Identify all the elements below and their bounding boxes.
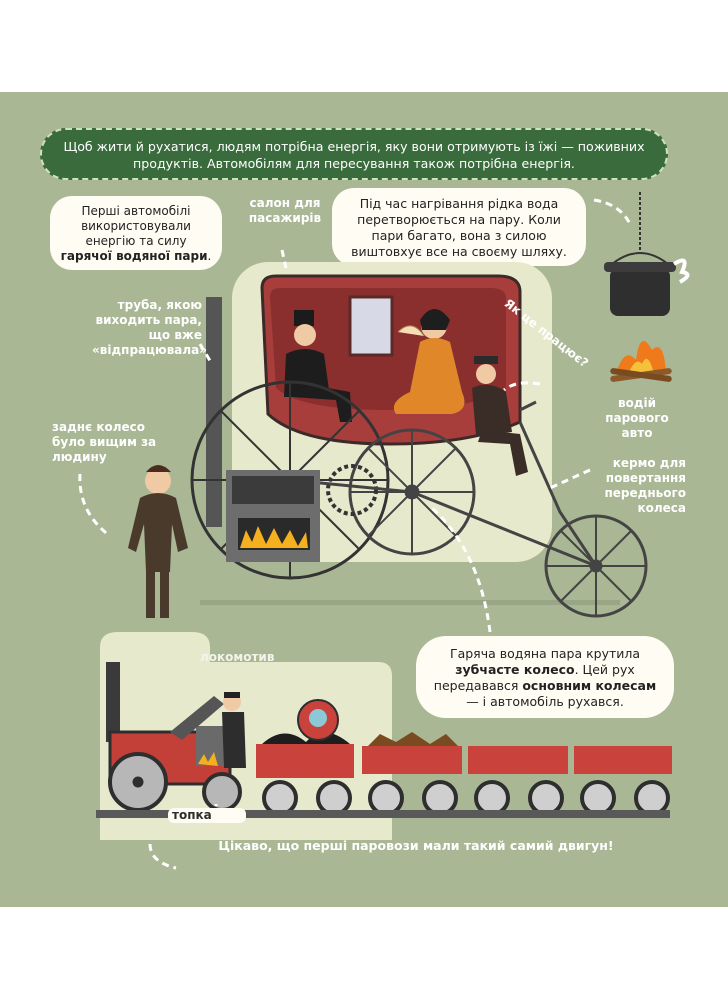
gear-text-1: Гаряча водяна пара крутила — [449, 646, 641, 661]
carriage-window-icon — [348, 295, 394, 357]
firebox-label: топка — [168, 808, 246, 823]
steam-icon — [672, 258, 690, 284]
gear-bold-1: зубчасте колесо — [455, 662, 575, 677]
driver-icon — [472, 356, 528, 476]
rear-wheel-label: заднє колесо було вищим за людину — [52, 420, 157, 464]
pipe-icon — [206, 297, 222, 527]
campfire-icon — [610, 341, 672, 382]
locomotive-chimney-icon — [106, 662, 120, 742]
driver-label: водій парового авто — [605, 396, 669, 440]
locomotive-wheels-icon — [108, 752, 242, 812]
dashed-arrows — [78, 198, 632, 870]
steering-label: кермо для повертання переднього колеса — [604, 456, 687, 515]
locomotive-label: локомотив — [200, 650, 275, 664]
fire-icon — [240, 526, 308, 548]
pot-icon — [604, 192, 676, 316]
gear-icon — [326, 464, 378, 516]
gear-bold-2: основним колесам — [522, 678, 657, 693]
intro-banner: Щоб жити й рухатися, людям потрібна енер… — [40, 128, 668, 180]
ground — [200, 600, 620, 605]
locomotive-panel — [100, 632, 392, 840]
heating-text: Під час нагрівання рідка вода перетворює… — [351, 196, 567, 259]
pipe-label: труба, якою виходить пара, що вже «відпр… — [92, 298, 208, 357]
gear-text-3: — і автомобіль рухався. — [466, 694, 624, 709]
lady-passenger-icon — [393, 309, 465, 414]
wagon-wheels-icon — [262, 780, 670, 816]
chassis — [289, 400, 598, 568]
first-cars-bubble: Перші автомобілі використовували енергію… — [50, 196, 222, 270]
wagon-empty-2-icon — [574, 746, 672, 774]
rail-icon — [96, 810, 670, 818]
illustration — [78, 192, 690, 870]
wagon-wood-icon — [362, 732, 462, 774]
first-cars-tail: . — [207, 249, 212, 263]
loco-fire-icon — [198, 752, 218, 766]
man-icon — [128, 465, 188, 618]
first-cars-bold: гарячої водяної пари — [60, 249, 208, 263]
wagon-coal-icon — [256, 699, 354, 778]
intro-text: Щоб жити й рухатися, людям потрібна енер… — [63, 139, 645, 171]
gear-text-2: . Цей рух передавався — [433, 662, 635, 693]
salon-label: салон для пасажирів — [248, 196, 322, 225]
book-page: Щоб жити й рухатися, людям потрібна енер… — [0, 92, 728, 907]
wagon-empty-icon — [468, 746, 568, 774]
first-cars-text: Перші автомобілі використовували енергію… — [81, 204, 191, 248]
footer-caption: Цікаво, що перші паровози мали такий сам… — [218, 838, 614, 853]
heating-bubble: Під час нагрівання рідка вода перетворює… — [332, 188, 586, 266]
gear-bubble: Гаряча водяна пара крутила зубчасте коле… — [416, 636, 674, 718]
